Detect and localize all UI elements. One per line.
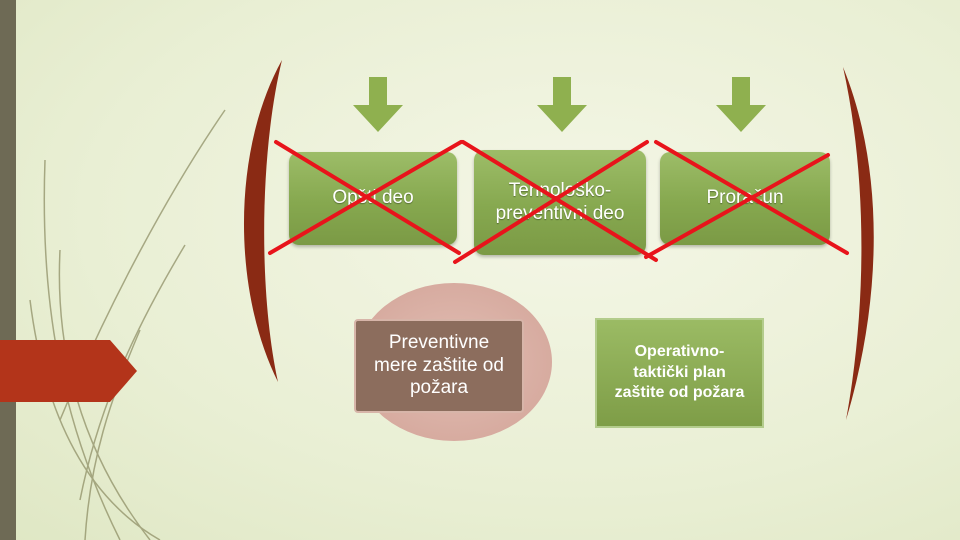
- box-operativno-takticki: Operativno-taktički plan zaštite od poža…: [595, 318, 764, 428]
- section-tab: [0, 340, 137, 402]
- right-curved-bracket: [843, 67, 874, 420]
- cross-2-line-a: [461, 140, 658, 262]
- box-preventivne-label: Preventivne mere zaštite od požara: [374, 331, 504, 399]
- down-arrow-3: [716, 77, 766, 132]
- down-arrow-2: [537, 77, 587, 132]
- box-preventivne-mere: Preventivne mere zaštite od požara: [354, 319, 524, 413]
- cross-3-line-b: [644, 153, 830, 259]
- down-arrow-1: [353, 77, 403, 132]
- left-curved-bracket: [243, 60, 282, 382]
- cross-1-line-b: [268, 140, 463, 255]
- box-operativno-label: Operativno-taktički plan zaštite od poža…: [614, 342, 745, 402]
- down-arrows: [353, 77, 766, 132]
- cross-2-line-b: [453, 140, 649, 264]
- side-bar: [0, 0, 16, 540]
